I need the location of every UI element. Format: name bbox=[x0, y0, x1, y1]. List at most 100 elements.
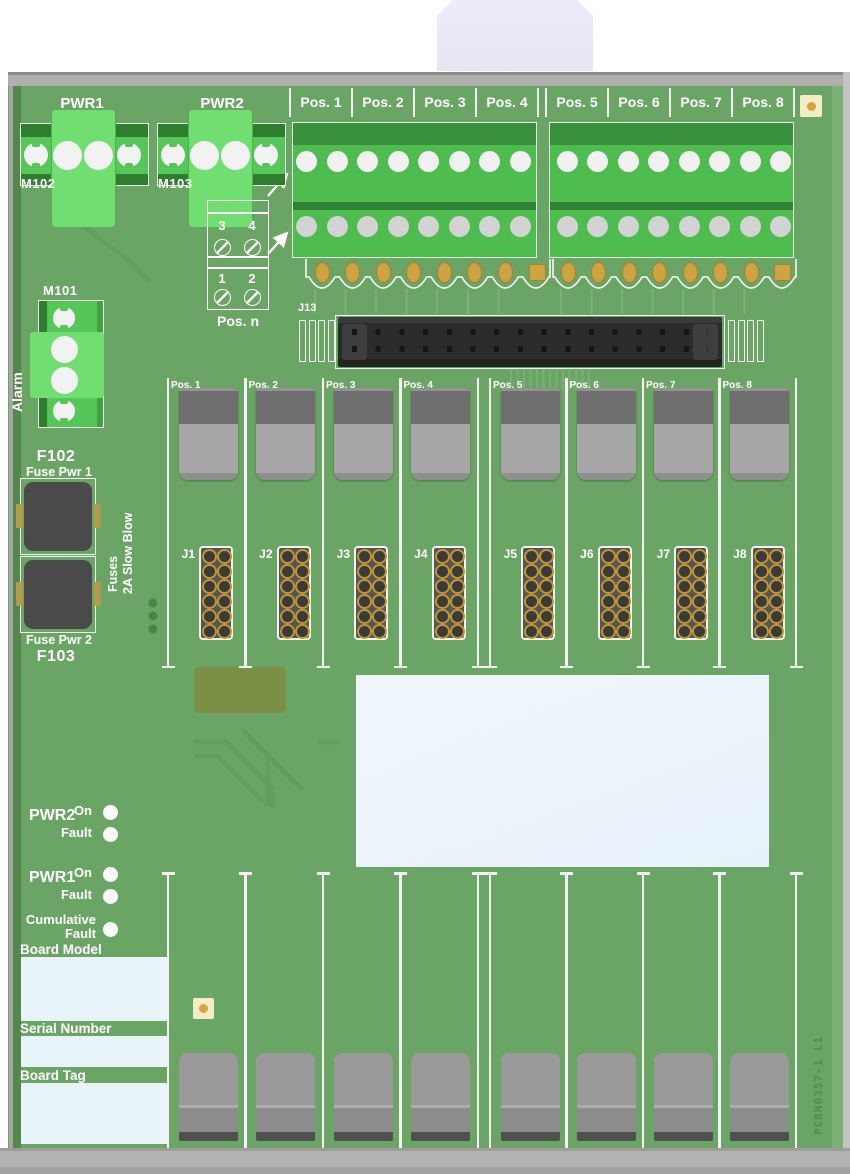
jumper-label: J7 bbox=[656, 547, 670, 561]
divider-cap bbox=[239, 665, 252, 668]
solder-pad bbox=[497, 262, 513, 283]
terminal-hole bbox=[617, 215, 639, 237]
trace-vias bbox=[148, 598, 158, 634]
j13-pin-row-1 bbox=[352, 329, 708, 335]
trace-stubs-b bbox=[560, 289, 765, 314]
smd-component bbox=[194, 667, 286, 713]
fuse2-pad-left bbox=[16, 582, 23, 606]
relay-socket-label: Pos. 5 bbox=[493, 380, 523, 391]
alarm-hole-3 bbox=[50, 366, 78, 394]
divider-cap bbox=[483, 872, 497, 875]
header-cell: Pos. 8 bbox=[742, 94, 784, 110]
cumulative-label-line1: Cumulative bbox=[25, 912, 96, 927]
jumper-label: J8 bbox=[733, 547, 747, 561]
pwr1-fault-label: Fault bbox=[60, 887, 92, 902]
solder-pad bbox=[743, 262, 759, 283]
jumper-pin bbox=[600, 564, 616, 579]
relay-socket bbox=[500, 388, 560, 480]
divider-cap bbox=[483, 665, 497, 668]
jumper-pin bbox=[357, 624, 372, 639]
solder-pad bbox=[591, 262, 607, 283]
terminal-hole bbox=[387, 215, 409, 237]
jumper-pin bbox=[372, 549, 387, 564]
jumper-pin bbox=[279, 549, 295, 564]
relay-socket-label: Pos. 3 bbox=[326, 380, 356, 391]
jumper-pin bbox=[524, 549, 539, 564]
pos-n-diagram-box bbox=[207, 200, 269, 310]
jumper-pin bbox=[677, 579, 692, 594]
divider-cap bbox=[471, 872, 485, 875]
relay-socket bbox=[411, 388, 470, 480]
divider-cap bbox=[316, 665, 330, 668]
pwr2-label: PWR2 bbox=[200, 95, 244, 112]
jumper-pin bbox=[372, 579, 387, 594]
terminal-hole bbox=[709, 215, 731, 237]
solder-pad bbox=[773, 264, 791, 281]
terminal-hole bbox=[587, 215, 609, 237]
jumper-pin bbox=[279, 624, 295, 639]
bottom-relay-socket bbox=[500, 1053, 560, 1141]
jumper-label: J1 bbox=[181, 547, 195, 561]
jumper-pin bbox=[279, 594, 295, 609]
jumper-pin bbox=[539, 594, 554, 609]
jumper-pin bbox=[753, 624, 769, 639]
header-divider bbox=[669, 88, 671, 117]
jumper-pin bbox=[677, 624, 692, 639]
relay-socket-label: Pos. 2 bbox=[248, 380, 278, 391]
pos-n-arrows bbox=[267, 172, 289, 255]
terminal-hole bbox=[709, 150, 731, 172]
jumper-pin bbox=[202, 549, 217, 564]
jumper-pin bbox=[753, 564, 769, 579]
pad-silk-scallop-a bbox=[305, 259, 551, 289]
header-divider bbox=[351, 88, 353, 117]
fiducial-bottom-left-dot bbox=[199, 1004, 208, 1013]
pos-n-screw-1 bbox=[213, 289, 231, 306]
pwr1-hole-4 bbox=[117, 141, 141, 169]
jumper-pin bbox=[524, 624, 539, 639]
terminal-hole bbox=[296, 215, 317, 237]
terminal-hole bbox=[509, 215, 531, 237]
column-divider bbox=[321, 872, 325, 1148]
divider-cap bbox=[636, 665, 650, 668]
solder-pad bbox=[345, 262, 361, 283]
jumper-pin bbox=[768, 549, 784, 564]
fuse-pwr2-label: Fuse Pwr 2 bbox=[26, 633, 92, 647]
jumper-pin bbox=[372, 564, 387, 579]
jumper-pin bbox=[449, 594, 465, 609]
pos-n-terminal-4: 4 bbox=[248, 218, 256, 233]
terminal-hole bbox=[326, 215, 348, 237]
jumper-label: J2 bbox=[259, 547, 273, 561]
pos-n-screw-2 bbox=[243, 289, 261, 306]
terminal-hole bbox=[587, 150, 609, 172]
jumper-pin bbox=[294, 624, 310, 639]
divider-cap bbox=[394, 872, 407, 875]
pwr2-hole-1 bbox=[161, 141, 185, 169]
jumper-pin bbox=[677, 549, 692, 564]
pwr1-on-label: On bbox=[73, 865, 92, 880]
jumper-label: J5 bbox=[503, 547, 517, 561]
jumper-pin bbox=[615, 609, 631, 624]
jumper-pin bbox=[692, 594, 707, 609]
header-divider bbox=[413, 88, 415, 117]
pwr1-refdes: M102 bbox=[21, 176, 56, 191]
relay-socket bbox=[178, 388, 238, 480]
jumper-header bbox=[674, 546, 708, 640]
jumper-pin bbox=[692, 549, 707, 564]
bottom-relay-socket bbox=[333, 1053, 393, 1141]
divider-cap bbox=[713, 872, 726, 875]
jumper-pin bbox=[449, 579, 465, 594]
f103-refdes: F103 bbox=[36, 648, 76, 665]
solder-pad bbox=[528, 264, 546, 281]
jumper-pin bbox=[294, 549, 310, 564]
jumper-pin bbox=[294, 594, 310, 609]
header-divider bbox=[793, 88, 795, 117]
jumper-pin bbox=[294, 579, 310, 594]
serial-number-field bbox=[21, 1036, 168, 1067]
jumper-pin bbox=[615, 594, 631, 609]
solder-pad bbox=[652, 262, 668, 283]
terminal-hole bbox=[479, 150, 501, 172]
terminal-hole bbox=[648, 215, 670, 237]
jumper-pin bbox=[449, 624, 465, 639]
bottom-relay-socket bbox=[256, 1053, 315, 1141]
header-divider bbox=[475, 88, 477, 117]
